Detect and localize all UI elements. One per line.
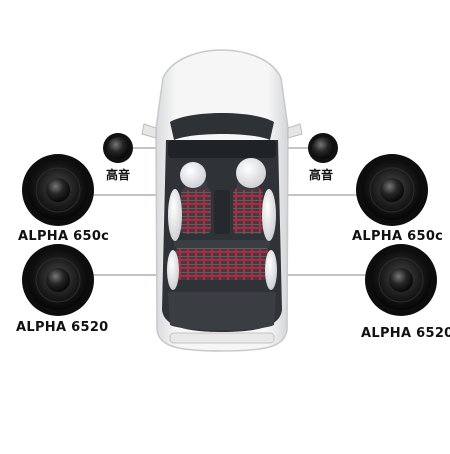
left-mirror: [141, 123, 157, 139]
windshield: [170, 113, 274, 140]
tweeter-left-label: 高音: [106, 168, 131, 182]
tweeter-left-icon: [103, 133, 133, 163]
right-mirror: [287, 123, 303, 139]
tweeter-right-label: 高音: [309, 168, 334, 182]
rear-seat: [174, 240, 270, 280]
trunk: [168, 292, 276, 331]
airbags: [167, 158, 277, 290]
speaker-front-left-icon: [22, 154, 94, 226]
dashboard: [168, 140, 276, 158]
front-right-speaker-label: ALPHA 650c: [352, 229, 444, 244]
front-left-speaker-label: ALPHA 650c: [18, 229, 110, 244]
rear-right-speaker-label: ALPHA 6520: [361, 326, 450, 341]
rear-left-speaker-label: ALPHA 6520: [16, 320, 109, 335]
rear-bumper: [169, 332, 275, 344]
center-console: [214, 190, 230, 234]
tweeter-right-icon: [308, 133, 338, 163]
speaker-front-right-icon: [356, 154, 428, 226]
speaker-rear-right-icon: [365, 244, 437, 316]
car-top-view: [141, 49, 303, 352]
speaker-rear-left-icon: [22, 244, 94, 316]
